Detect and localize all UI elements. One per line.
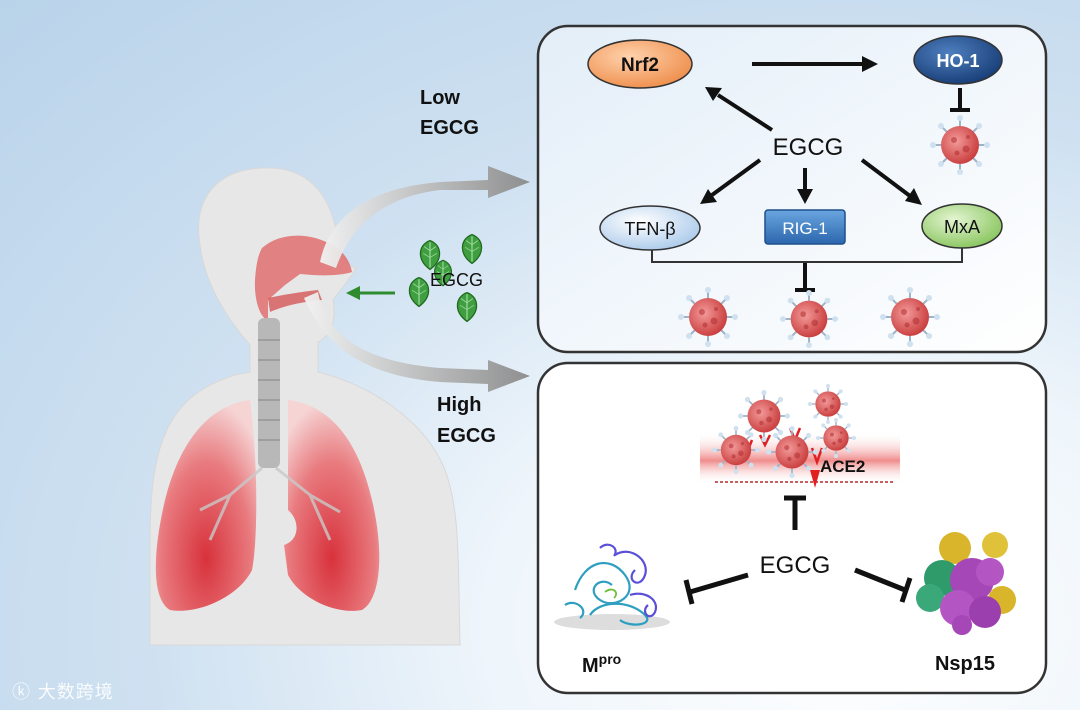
trachea: [258, 318, 280, 468]
bottom-egcg-center: EGCG: [760, 552, 831, 579]
airway-throat: [268, 290, 322, 312]
low-egcg-label-line1: Low: [420, 87, 460, 109]
bottom-inhibitions: [683, 495, 913, 605]
ho1-node: HO-1: [913, 35, 1003, 85]
mpro-base: M: [582, 655, 599, 677]
high-egcg-arrow: [304, 292, 530, 392]
low-egcg-label-line2: EGCG: [420, 117, 479, 139]
top-arrowheads: [700, 56, 922, 205]
right-lung: [284, 400, 380, 611]
low-egcg-arrow: [320, 166, 530, 268]
top-egcg-center: EGCG: [773, 134, 844, 161]
low-egcg-panel: [536, 24, 1048, 354]
virus-icon: [738, 390, 790, 442]
virus-icon: [678, 287, 738, 347]
mpro-superscript: pro: [599, 651, 622, 667]
nsp15-label: Nsp15: [935, 653, 995, 675]
tfn-node: TFN-β: [599, 205, 701, 251]
virus-icon: [808, 384, 848, 424]
high-egcg-label-line2: EGCG: [437, 425, 496, 447]
virus-icon: [780, 290, 838, 348]
virus-icon: [766, 426, 818, 478]
virus-icon: [816, 418, 856, 458]
mxa-node: MxA: [921, 203, 1003, 249]
ho1-label: HO-1: [936, 51, 979, 71]
virus-icon: [930, 115, 990, 175]
ace2-label: ACE2: [820, 457, 865, 476]
mpro-label: Mpro: [582, 651, 621, 677]
top-arrows: [710, 62, 962, 288]
ace2-pointer: [810, 470, 820, 488]
watermark-logo: ⓚ 大数跨境: [12, 678, 114, 704]
convergence-line: [651, 248, 963, 263]
mxa-label: MxA: [944, 217, 980, 237]
human-figure: [149, 167, 461, 646]
top-inhibition-bars: [795, 108, 970, 292]
tfn-label: TFN-β: [624, 219, 675, 239]
rig1-label: RIG-1: [782, 219, 827, 238]
virus-icon: [880, 287, 940, 347]
trachea-rings: [258, 339, 280, 441]
virus-icon: [712, 426, 760, 474]
high-egcg-label-line1: High: [437, 394, 481, 416]
leaf-egcg-label: EGCG: [430, 270, 483, 290]
high-egcg-panel: [536, 361, 1048, 695]
mpro-protein-icon: [554, 543, 670, 630]
rig1-node: RIG-1: [764, 209, 846, 245]
bronchi: [199, 466, 341, 541]
inhale-arrow: [346, 286, 395, 300]
nrf2-label: Nrf2: [621, 55, 659, 76]
watermark-text: 大数跨境: [37, 682, 114, 703]
watermark-icon: ⓚ: [12, 682, 31, 703]
nrf2-node: Nrf2: [587, 39, 693, 89]
nsp15-protein-icon: [916, 532, 1016, 635]
